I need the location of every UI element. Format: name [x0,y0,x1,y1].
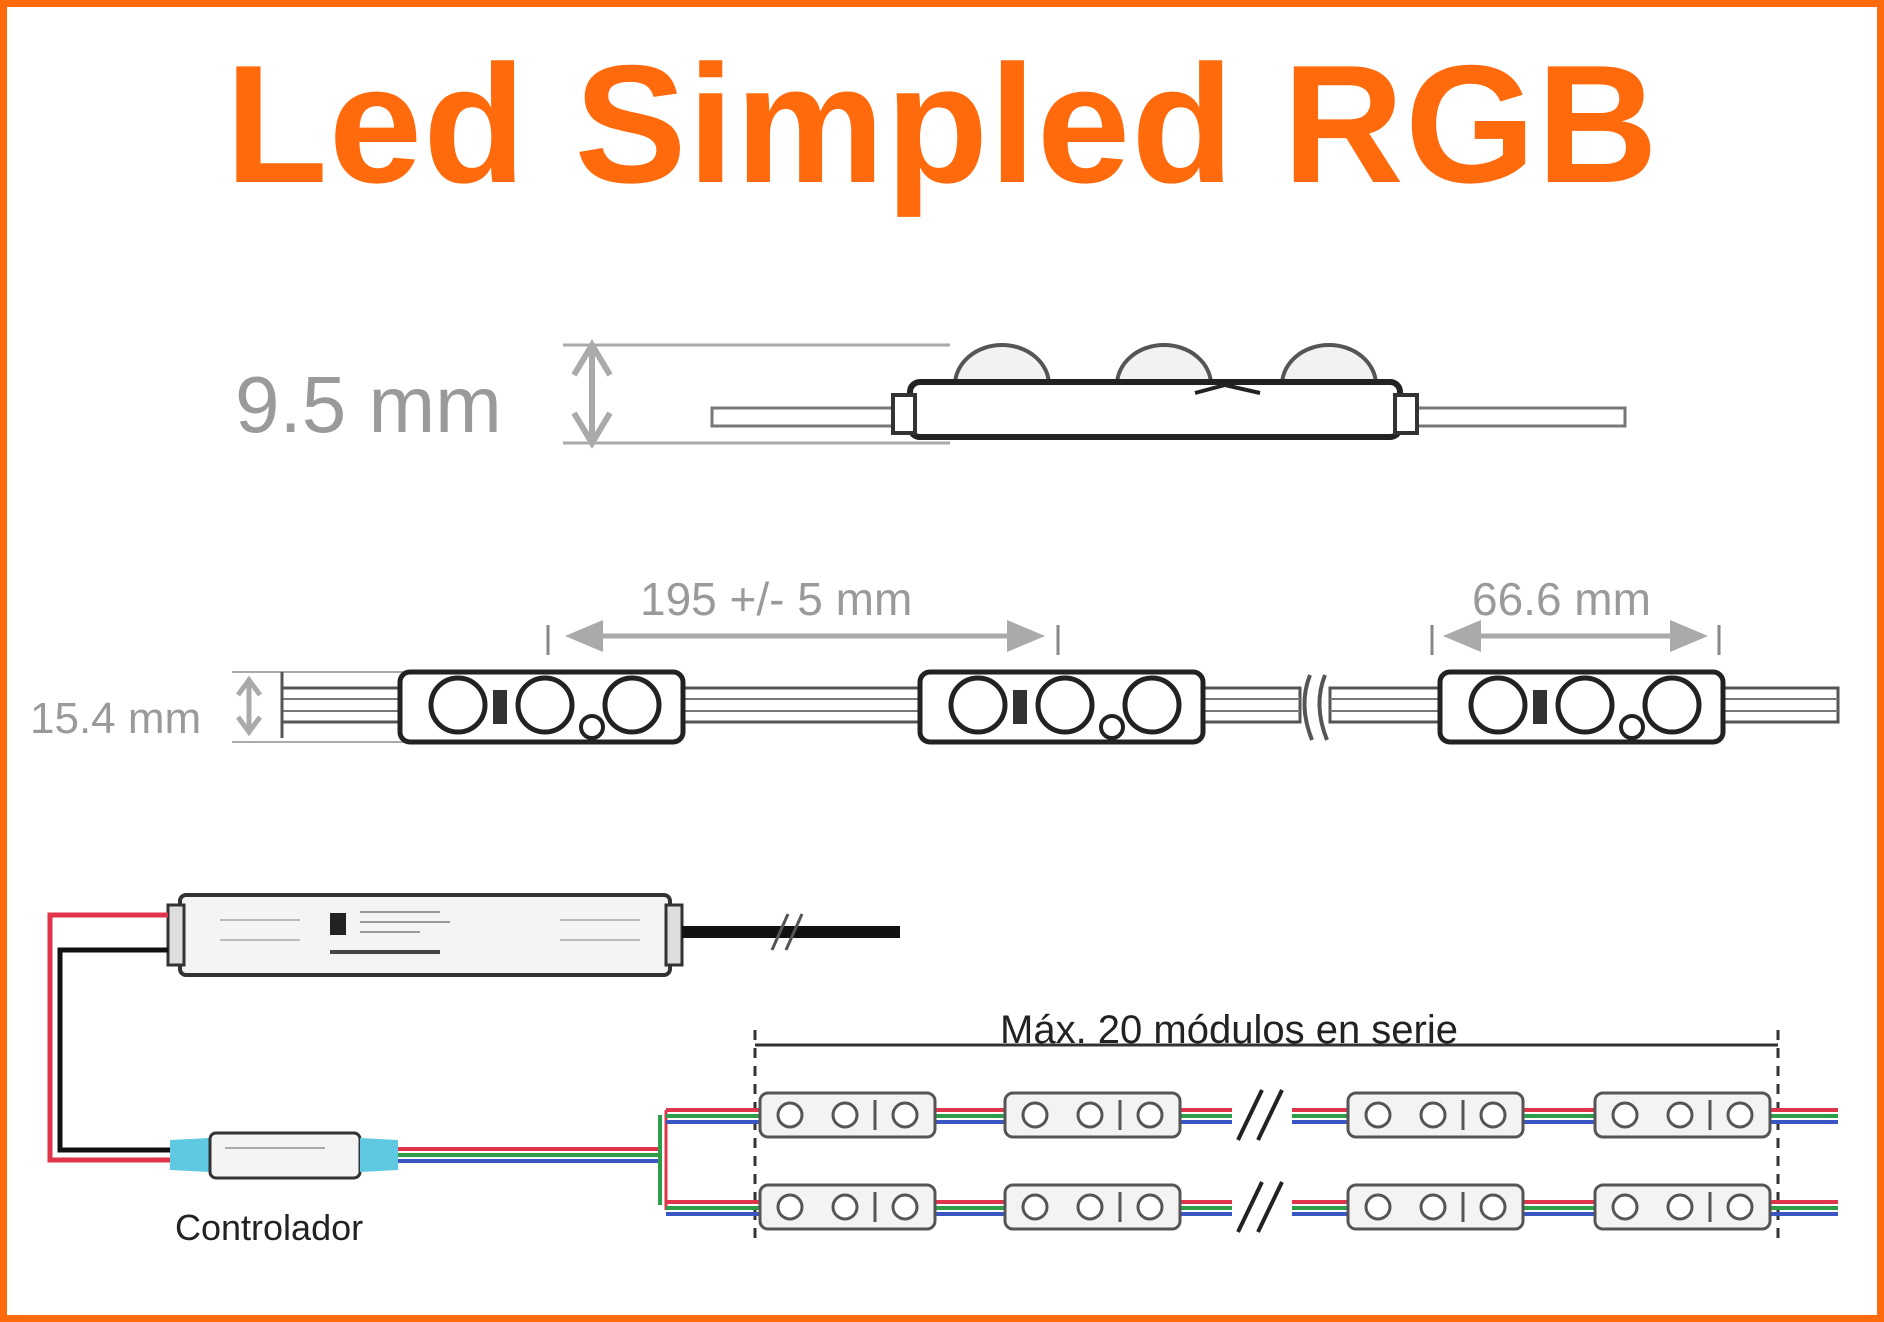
side-view: 9.5 mm [235,339,1627,449]
width-dimension-label: 15.4 mm [30,694,201,743]
top-view: 15.4 mm 195 +/- 5 mm 66.6 mm [30,573,1840,745]
power-supply [166,893,684,977]
row1-module-1 [758,1091,937,1139]
module-length-label: 66.6 mm [1472,573,1651,625]
row1-module-2 [1003,1091,1182,1139]
spacing-dimension-label: 195 +/- 5 mm [640,573,912,625]
controller-label: Controlador [175,1207,363,1248]
row2-module-3 [1346,1183,1525,1231]
row1-module-3 [1346,1091,1525,1139]
row2-module-1 [758,1183,937,1231]
module-2 [917,669,1206,745]
series-row-1 [666,1089,1838,1141]
row2-module-2 [1003,1183,1182,1231]
module-3 [1437,669,1726,745]
width-arrow [235,675,263,737]
spacing-arrow [546,620,1060,655]
page-title: Led Simpled RGB [225,30,1659,218]
row1-module-4 [1593,1091,1772,1139]
module-1 [397,669,686,745]
wiring-diagram: Controlador Máx. 20 módulos en serie [47,893,1838,1248]
height-dimension-label: 9.5 mm [235,360,502,449]
module-length-arrow [1430,620,1721,655]
row2-module-4 [1593,1183,1772,1231]
height-arrow [571,339,613,449]
series-row-2 [666,1181,1838,1233]
controller [170,1131,398,1180]
